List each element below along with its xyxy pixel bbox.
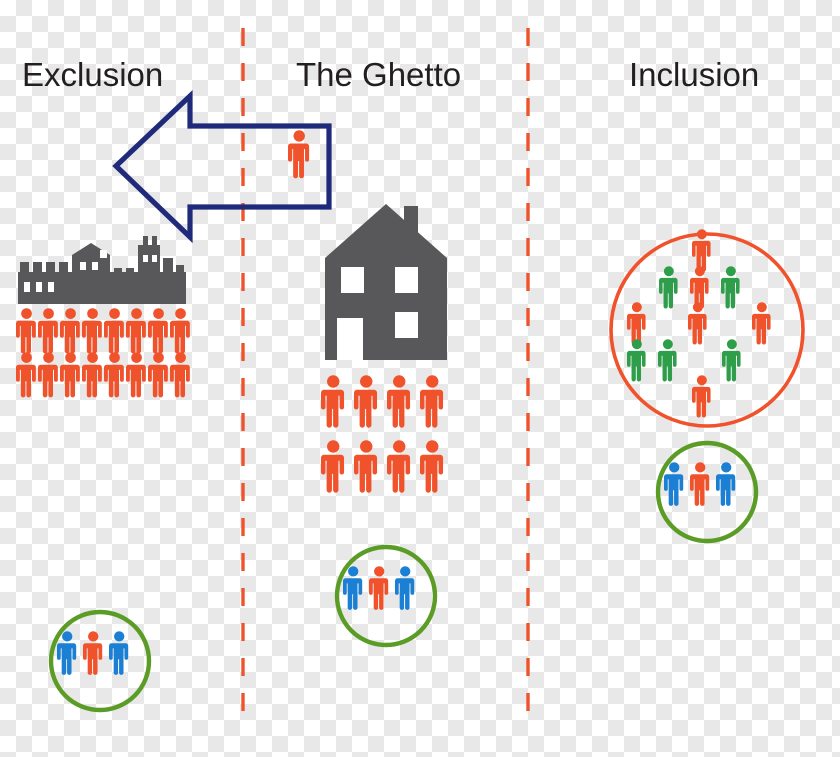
person-pictogram: [57, 631, 77, 675]
person-pictogram: [387, 440, 411, 493]
person-pictogram: [664, 462, 684, 506]
person-pictogram: [38, 352, 58, 398]
person-pictogram: [354, 440, 378, 493]
person-pictogram: [752, 302, 771, 345]
grey-house-icon: [325, 204, 447, 360]
inclusion-column: [609, 229, 805, 544]
person-pictogram: [60, 352, 80, 398]
exclusion-green-circle-group: [48, 609, 152, 713]
person-pictogram: [627, 339, 646, 382]
person-pictogram: [387, 375, 411, 428]
person-pictogram: [420, 440, 444, 493]
person-pictogram: [420, 375, 444, 428]
left-pointing-arrow-icon: [112, 89, 332, 244]
person-pictogram: [722, 339, 741, 382]
grey-city-skyline-icon: [18, 236, 186, 304]
person-pictogram: [104, 308, 124, 354]
column-title-inclusion: Inclusion: [629, 56, 760, 93]
person-pictogram: [15, 352, 36, 398]
person-pictogram: [126, 308, 146, 354]
person-pictogram: [354, 375, 378, 428]
person-pictogram: [658, 339, 677, 382]
person-pictogram: [126, 352, 146, 398]
ghetto-single-person-pictogram: [288, 130, 310, 179]
person-pictogram: [170, 308, 190, 354]
person-pictogram: [321, 440, 345, 493]
person-pictogram: [104, 352, 124, 398]
person-pictogram: [659, 266, 678, 309]
person-pictogram: [395, 566, 415, 610]
person-pictogram: [721, 266, 740, 309]
inclusion-orange-circle-group: [609, 229, 805, 428]
person-pictogram: [692, 375, 711, 418]
column-title-exclusion: Exclusion: [22, 56, 164, 93]
exclusion-column: [15, 89, 332, 713]
person-pictogram: [148, 352, 168, 398]
person-pictogram: [109, 631, 129, 675]
ghetto-green-circle-group: [334, 544, 438, 648]
person-pictogram: [60, 308, 80, 354]
person-pictogram: [82, 308, 102, 354]
person-pictogram: [716, 462, 736, 506]
person-pictogram: [688, 302, 707, 345]
person-pictogram: [83, 631, 103, 675]
person-pictogram: [15, 308, 36, 354]
inclusion-green-circle-group: [655, 440, 759, 544]
person-pictogram: [170, 352, 190, 398]
ghetto-column: [288, 130, 447, 648]
ghetto-orange-crowd: [321, 375, 444, 493]
column-title-ghetto: The Ghetto: [296, 56, 462, 93]
person-pictogram: [369, 566, 389, 610]
person-pictogram: [38, 308, 58, 354]
person-pictogram: [82, 352, 102, 398]
person-pictogram: [343, 566, 363, 610]
person-pictogram: [690, 266, 709, 309]
person-pictogram: [627, 302, 646, 345]
person-pictogram: [690, 462, 710, 506]
person-pictogram: [148, 308, 168, 354]
person-pictogram: [321, 375, 345, 428]
exclusion-orange-crowd: [15, 308, 190, 398]
